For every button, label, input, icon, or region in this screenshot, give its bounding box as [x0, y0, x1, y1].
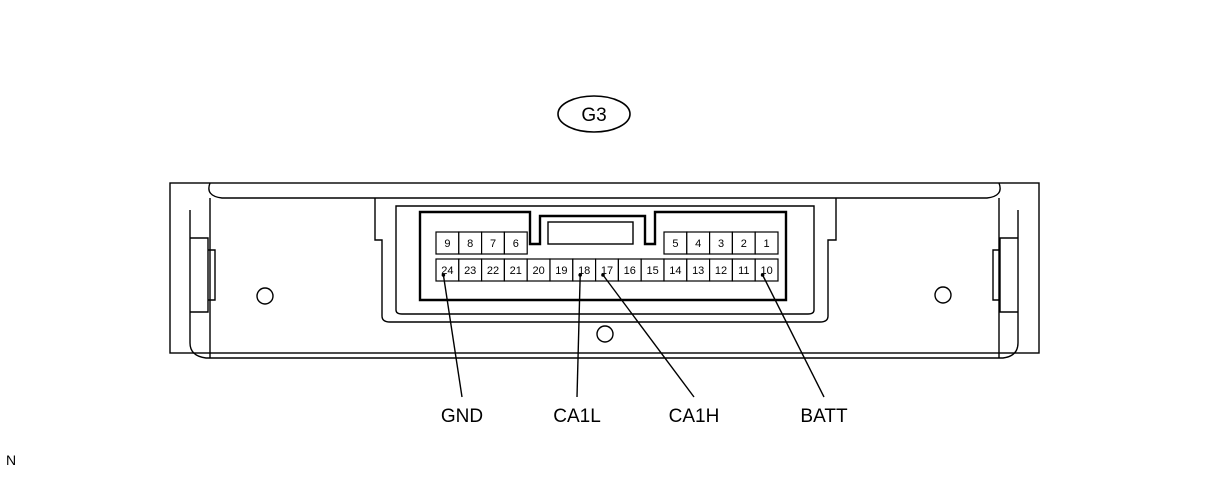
pin-number: 6: [513, 238, 519, 250]
pin-number: 15: [646, 265, 658, 277]
pin-number: 12: [715, 265, 727, 277]
pin-number: 1: [764, 238, 770, 250]
lead-line-batt: [761, 274, 825, 398]
lead-label-batt: BATT: [800, 406, 848, 427]
lead-line-ca1h: [602, 274, 695, 398]
lead-anchor-dot: [578, 273, 582, 277]
pin-number: 4: [695, 238, 701, 250]
pin-number: 19: [555, 265, 567, 277]
pin-number: 20: [532, 265, 544, 277]
pin-number: 3: [718, 238, 724, 250]
lead-lines: GND CA1L CA1H BATT: [441, 273, 848, 427]
lead-anchor-dot: [760, 273, 765, 277]
lead-label-ca1l: CA1L: [553, 406, 601, 427]
pin-number: 14: [669, 265, 681, 277]
pin-number: 7: [490, 238, 496, 250]
lead-label-gnd: GND: [441, 406, 483, 427]
pin-number: 23: [464, 265, 476, 277]
pin-cell-1: [754, 231, 779, 255]
pin-cell-6: [503, 231, 528, 255]
connector-id-badge: [557, 95, 631, 133]
pin-number: 13: [692, 265, 704, 277]
pin-number: 9: [444, 238, 450, 250]
pin-number: 8: [467, 238, 473, 250]
pin-number: 11: [738, 265, 749, 277]
pin-number: 2: [741, 238, 747, 250]
lead-anchor-dot: [441, 273, 446, 277]
corner-mark: N: [6, 452, 16, 468]
lead-label-ca1h: CA1H: [669, 406, 720, 427]
pin-number: 21: [510, 265, 522, 277]
pin-number: 16: [624, 265, 636, 277]
pin-number: 22: [487, 265, 499, 277]
pin-number: 5: [672, 238, 678, 250]
lead-line-gnd: [442, 274, 463, 398]
connector-housing: [169, 182, 1040, 359]
lead-anchor-dot: [601, 273, 605, 277]
lead-line-ca1l: [576, 274, 581, 398]
connector-id-label: G3: [581, 105, 606, 126]
